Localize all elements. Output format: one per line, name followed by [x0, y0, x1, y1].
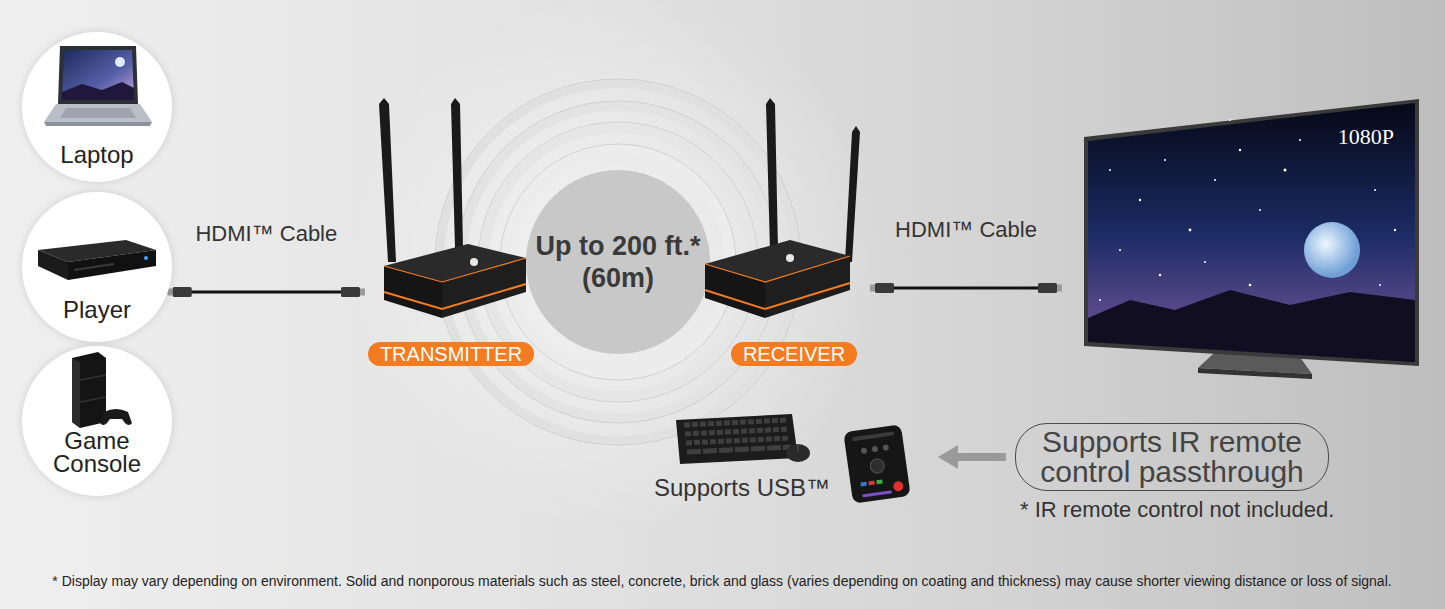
receiver-device: [700, 95, 870, 370]
device-name: Laptop: [32, 143, 162, 166]
cable-line: [168, 291, 365, 294]
device-name: Player: [32, 298, 162, 321]
usb-keyboard: [676, 414, 798, 464]
source-circle: Game Console: [22, 346, 172, 496]
range-glow: [348, 0, 888, 532]
range-text: Up to 200 ft.* (60m): [530, 230, 706, 294]
label-holder: Supports USB™: [654, 473, 830, 502]
ir-callout-box: Supports IR remote control passthrough: [1015, 423, 1329, 491]
usb-label: Supports USB™: [654, 473, 830, 502]
hdmi-plug: [173, 287, 192, 297]
range-circle: Up to 200 ft.* (60m): [526, 170, 710, 354]
source-circle: Player: [22, 192, 172, 342]
label-holder: * IR remote control not included.: [1020, 497, 1334, 523]
callout-text: Supports IR remote control passthrough: [1032, 427, 1312, 487]
pointer-arrow: [938, 445, 1006, 469]
cable-label: HDMI™ Cable: [195, 221, 337, 247]
unit-badge: RECEIVER: [731, 342, 857, 366]
edge-label-holder: HDMI™ Cable: [895, 217, 1037, 243]
hdmi-plug: [875, 283, 894, 293]
hdmi-tip: [1057, 285, 1062, 292]
hdmi-cable: [870, 283, 1062, 293]
note-text: * IR remote control not included.: [1020, 497, 1334, 523]
hdmi-tip: [360, 289, 365, 296]
resolution-text: 1080P: [1338, 125, 1394, 149]
label-holder: * Display may vary depending on environm…: [52, 573, 1391, 590]
tv-screen: 1080P: [1062, 98, 1422, 383]
footnote: * Display may vary depending on environm…: [52, 573, 1391, 590]
receiver-unit: RECEIVER: [700, 95, 870, 370]
ir-remote: [843, 424, 910, 503]
transmitter-device: [365, 95, 535, 370]
hdmi-cable: [168, 287, 365, 297]
source-circle: Laptop: [22, 32, 172, 182]
cable-label: HDMI™ Cable: [895, 217, 1037, 243]
hdmi-tip: [870, 285, 875, 292]
usb-mouse: [786, 444, 810, 462]
hdmi-plug: [341, 287, 360, 297]
unit-badge: TRANSMITTER: [368, 342, 534, 366]
edge-label-holder: HDMI™ Cable: [195, 221, 337, 247]
device-name: Game Console: [37, 429, 157, 475]
cable-line: [870, 287, 1062, 290]
transmitter-unit: TRANSMITTER: [365, 95, 535, 370]
hdmi-plug: [1038, 283, 1057, 293]
